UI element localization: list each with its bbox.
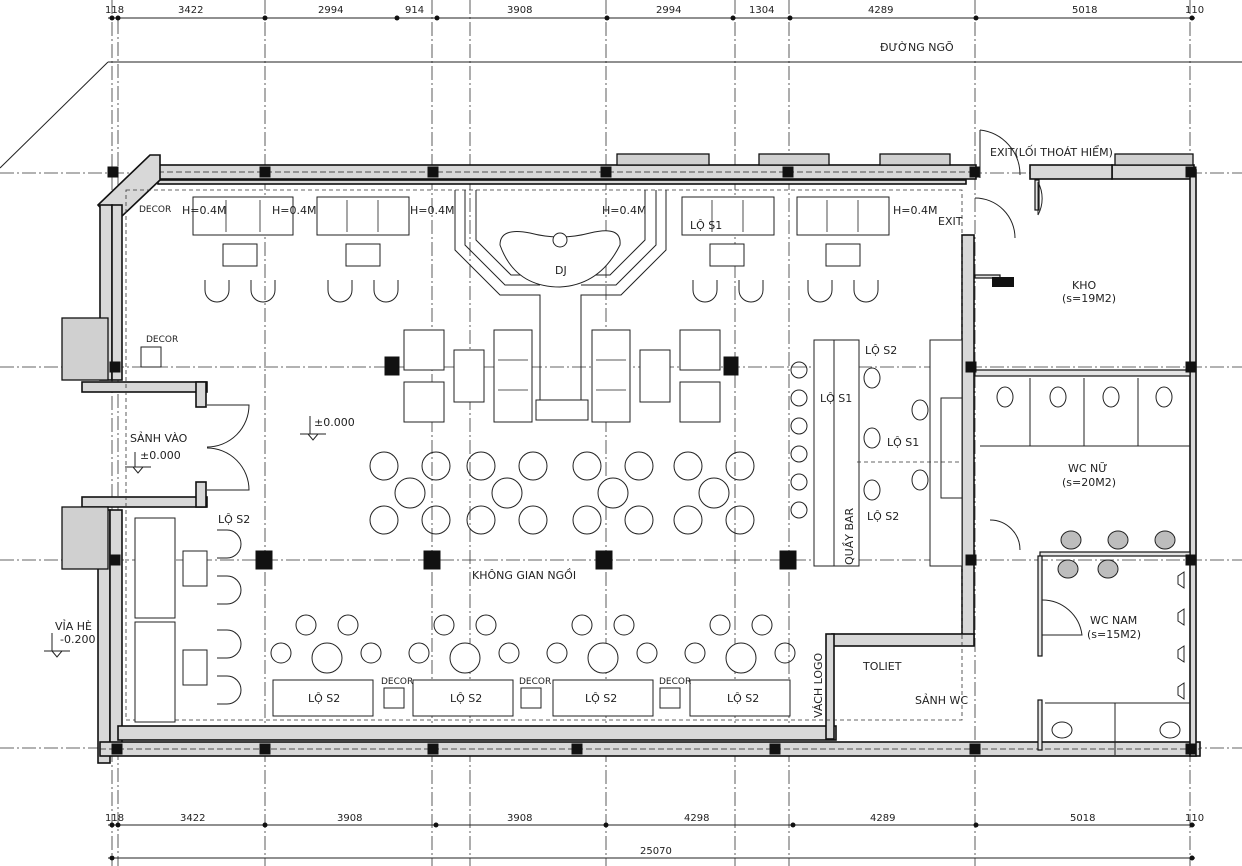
entrance-label: SẢNH VÀO bbox=[130, 431, 188, 445]
round-tables-middle bbox=[369, 451, 755, 535]
dim-top-9: 110 bbox=[1185, 5, 1204, 16]
entrance-level: ±0.000 bbox=[140, 449, 181, 462]
decor-label-5: DECOR bbox=[659, 677, 691, 687]
dim-top-0: 118 bbox=[105, 5, 124, 16]
decor-label-1: DECOR bbox=[139, 205, 171, 215]
lo-s2-label-5: LỘ S2 bbox=[450, 692, 482, 705]
dim-top-5: 2994 bbox=[656, 5, 681, 16]
dim-bottom-2: 3908 bbox=[337, 813, 362, 824]
entrance-doors bbox=[206, 404, 250, 491]
bar-counter: QUẦY BAR bbox=[790, 339, 963, 567]
lo-s1-label-3: LỘ S1 bbox=[887, 436, 919, 449]
street-label: ĐƯỜNG NGÕ bbox=[880, 41, 954, 54]
seating-label: KHÔNG GIAN NGỒI bbox=[472, 568, 576, 582]
dim-bottom-0: 118 bbox=[105, 813, 124, 824]
lo-s2-label-4: LỘ S2 bbox=[308, 692, 340, 705]
dim-bottom-5: 4289 bbox=[870, 813, 895, 824]
columns bbox=[107, 166, 1197, 755]
dim-top-4: 3908 bbox=[507, 5, 532, 16]
emergency-exit-label: EXIT(LỐI THOÁT HIỂM) bbox=[990, 145, 1113, 159]
wc-female-fixtures bbox=[980, 378, 1190, 579]
central-lounge bbox=[403, 329, 721, 423]
lo-s2-label-6: LỘ S2 bbox=[585, 692, 617, 705]
height-label-4: H=0.4M bbox=[602, 204, 646, 217]
windows bbox=[61, 153, 1194, 570]
wc-male-fixtures bbox=[1045, 571, 1190, 755]
wc-female-area: (s=20M2) bbox=[1062, 476, 1116, 489]
height-label-5: H=0.4M bbox=[893, 204, 937, 217]
dim-top-3: 914 bbox=[405, 5, 424, 16]
height-label-3: H=0.4M bbox=[410, 204, 454, 217]
lo-s2-label-2: LỘ S2 bbox=[867, 510, 899, 523]
wc-female-label: WC NỮ bbox=[1068, 462, 1108, 475]
bottom-dimension-line bbox=[108, 822, 1195, 861]
exit-doors bbox=[974, 129, 1083, 636]
decor-label-4: DECOR bbox=[519, 677, 551, 687]
dim-top-7: 4289 bbox=[868, 5, 893, 16]
top-dimension-values: 118 3422 2994 914 3908 2994 1304 4289 50… bbox=[105, 5, 1204, 16]
bar-label: QUẦY BAR bbox=[842, 507, 856, 565]
dim-bottom-4: 4298 bbox=[684, 813, 709, 824]
dj-label: DJ bbox=[555, 264, 567, 277]
storage-label: KHO bbox=[1072, 279, 1096, 292]
bottom-dimension-values: 118 3422 3908 3908 4298 4289 5018 110 25… bbox=[105, 813, 1204, 857]
height-label-1: H=0.4M bbox=[182, 204, 226, 217]
dim-bottom-3: 3908 bbox=[507, 813, 532, 824]
height-label-2: H=0.4M bbox=[272, 204, 316, 217]
dim-top-8: 5018 bbox=[1072, 5, 1097, 16]
side-exit-label: EXIT bbox=[938, 215, 963, 228]
dim-total: 25070 bbox=[640, 846, 672, 857]
dim-top-6: 1304 bbox=[749, 5, 774, 16]
left-lounge bbox=[134, 346, 242, 723]
upper-sofa-groups bbox=[192, 196, 890, 303]
sidewalk-level: -0.200 bbox=[60, 633, 95, 646]
dim-bottom-1: 3422 bbox=[180, 813, 205, 824]
dim-top-2: 2994 bbox=[318, 5, 343, 16]
top-dimension-line bbox=[108, 15, 1195, 21]
lo-s2-label-1: LỘ S2 bbox=[865, 344, 897, 357]
lo-s2-label-7: LỘ S2 bbox=[727, 692, 759, 705]
decor-label-3: DECOR bbox=[381, 677, 413, 687]
dim-top-1: 3422 bbox=[178, 5, 203, 16]
street-boundary: ĐƯỜNG NGÕ bbox=[0, 41, 1242, 169]
wc-male-label: WC NAM bbox=[1090, 614, 1137, 627]
sidewalk-label: VỈA HÈ bbox=[55, 619, 92, 633]
storage-area: (s=19M2) bbox=[1062, 292, 1116, 305]
wc-male-area: (s=15M2) bbox=[1087, 628, 1141, 641]
dim-bottom-7: 110 bbox=[1185, 813, 1204, 824]
dim-bottom-6: 5018 bbox=[1070, 813, 1095, 824]
dj-booth: DJ bbox=[454, 190, 667, 415]
logo-wall-label: VÁCH LOGO bbox=[812, 652, 825, 718]
round-tables-bottom bbox=[270, 614, 796, 717]
exterior-walls bbox=[81, 154, 1201, 764]
room-labels: SẢNH VÀO ±0.000 VỈA HÈ -0.200 ±0.000 KHÔ… bbox=[55, 145, 1141, 718]
decor-label-2: DECOR bbox=[146, 335, 178, 345]
toilet-sign: TOLIET bbox=[862, 660, 902, 673]
level-markers bbox=[44, 416, 326, 658]
wc-lobby-label: SẢNH WC bbox=[915, 693, 968, 707]
lo-s1-label-2: LỘ S1 bbox=[820, 392, 852, 405]
lo-s2-label-3: LỘ S2 bbox=[218, 513, 250, 526]
kho-panel bbox=[992, 277, 1014, 287]
seating-level: ±0.000 bbox=[314, 416, 355, 429]
lo-s1-label-1: LỘ S1 bbox=[690, 219, 722, 232]
